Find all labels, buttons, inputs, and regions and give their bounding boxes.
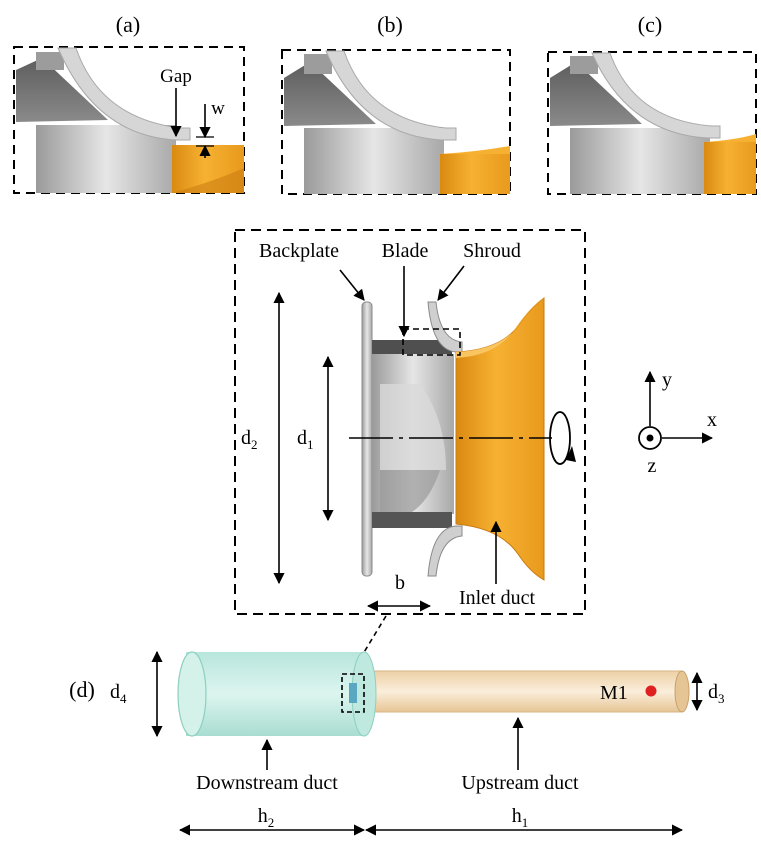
duct-assembly: (d) M1 d4 d3 Downstream duct Upstream du… <box>69 615 725 836</box>
b-label: b <box>395 572 405 594</box>
blade-label: Blade <box>382 240 429 262</box>
impeller-location-box <box>341 673 365 713</box>
z-axis-label: z <box>648 455 657 477</box>
upstream-duct-label: Upstream duct <box>461 772 579 794</box>
detail-box <box>402 328 461 356</box>
y-axis-label: y <box>662 369 672 391</box>
detail-panel-c <box>547 51 757 195</box>
w-label: w <box>211 98 225 119</box>
inlet-duct <box>455 297 545 581</box>
backplate-label: Backplate <box>259 240 339 262</box>
backplate <box>361 301 373 577</box>
upstream-duct <box>361 670 683 713</box>
inlet-duct-label: Inlet duct <box>459 587 536 609</box>
detail-panel-a: Gap w <box>13 46 245 194</box>
impeller-panel: Backplate Blade Shroud d2 <box>234 229 586 615</box>
x-axis-label: x <box>707 409 717 431</box>
panel-c-label: (c) <box>638 12 662 37</box>
gap-label: Gap <box>160 66 192 87</box>
shroud-pointer <box>437 265 465 301</box>
z-axis-icon <box>638 426 662 450</box>
detail-panel-b <box>281 49 511 195</box>
d2-label: d2 <box>241 427 258 452</box>
downstream-duct-label: Downstream duct <box>196 772 338 794</box>
shroud-bottom <box>427 525 463 577</box>
backplate-pointer <box>339 269 365 301</box>
panel-b-label: (b) <box>377 12 403 37</box>
rotation-icon <box>549 411 571 465</box>
d1-label: d1 <box>297 427 314 452</box>
d3-label: d3 <box>708 681 725 706</box>
coordinate-axes: x y z <box>638 369 717 477</box>
d4-label: d4 <box>110 681 127 706</box>
h1-label: h1 <box>512 805 529 830</box>
probe-m1 <box>645 685 657 697</box>
panel-d-label: (d) <box>69 677 95 702</box>
downstream-duct <box>177 651 207 737</box>
shroud-label: Shroud <box>463 240 521 262</box>
h2-label: h2 <box>258 805 275 830</box>
panel-a-label: (a) <box>116 12 140 37</box>
probe-m1-label: M1 <box>600 682 628 704</box>
